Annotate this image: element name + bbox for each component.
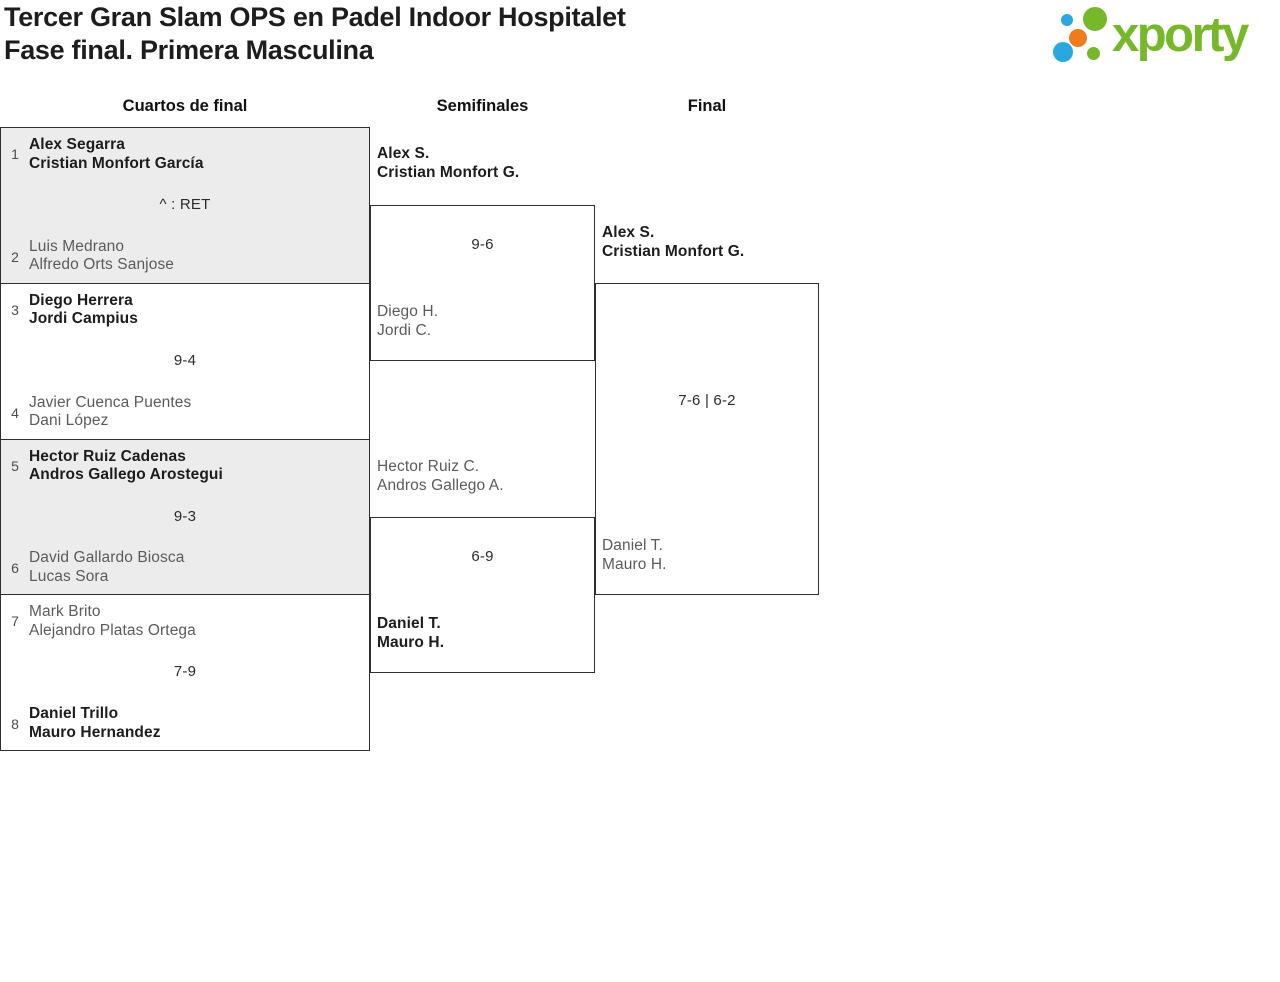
- quarterfinals-column: 1 Alex Segarra Cristian Monfort García ^…: [0, 127, 370, 751]
- qf-match-3: 5 Hector Ruiz Cadenas Andros Gallego Aro…: [1, 438, 369, 595]
- match-score: 9-3: [173, 507, 197, 525]
- qf-match-4: 7 Mark Brito Alejandro Platas Ortega 7-9…: [1, 594, 369, 750]
- team-names: Luis Medrano Alfredo Orts Sanjose: [29, 238, 174, 275]
- match-score: 9-4: [173, 351, 197, 369]
- sf-match-2-box: [370, 517, 595, 673]
- player-name: Alex Segarra: [29, 136, 125, 153]
- qf-match-2: 3 Diego Herrera Jordi Campius 9-4 4 Javi…: [1, 282, 369, 439]
- team-names: Alex S. Cristian Monfort G.: [377, 144, 519, 182]
- seed-number: 5: [11, 457, 19, 474]
- player-name: Dani López: [29, 412, 109, 429]
- round-header-quarterfinals: Cuartos de final: [122, 97, 248, 115]
- seed-number: 4: [11, 404, 19, 421]
- team-names: Hector Ruiz Cadenas Andros Gallego Arost…: [29, 448, 223, 485]
- player-name: Jordi C.: [377, 322, 432, 339]
- team-names: Daniel T. Mauro H.: [602, 536, 667, 574]
- player-name: Alfredo Orts Sanjose: [29, 256, 175, 274]
- round-header-final: Final: [687, 97, 727, 115]
- seed-number: 1: [11, 146, 19, 162]
- logo-dot-orange-icon: [1069, 29, 1087, 47]
- qf-match-1: 1 Alex Segarra Cristian Monfort García ^…: [1, 128, 369, 283]
- player-name: David Gallardo Biosca: [29, 549, 185, 567]
- sf-match-1-box: [370, 205, 595, 361]
- team-names: David Gallardo Biosca Lucas Sora: [29, 549, 184, 586]
- phase-name: Fase final. Primera Masculina: [4, 35, 374, 65]
- player-name: Lucas Sora: [29, 567, 109, 585]
- seed-number: 8: [11, 716, 19, 732]
- page-title: Tercer Gran Slam OPS en Padel Indoor Hos…: [4, 1, 626, 67]
- final-match-box: [595, 283, 819, 595]
- seed-number: 6: [11, 560, 19, 577]
- player-name: Andros Gallego Arostegui: [29, 466, 223, 483]
- team-names: Daniel Trillo Mauro Hernandez: [29, 705, 161, 742]
- player-name: Cristian Monfort García: [29, 154, 204, 172]
- player-name: Cristian Monfort G.: [602, 243, 745, 260]
- team-names: Diego Herrera Jordi Campius: [29, 292, 138, 329]
- player-name: Mark Brito: [29, 603, 101, 621]
- logo-wordmark: xporty: [1112, 8, 1249, 62]
- match-score: ^ : RET: [159, 196, 211, 213]
- team-names: Alex S. Cristian Monfort G.: [602, 223, 744, 261]
- player-name: Alex S.: [377, 145, 430, 162]
- team-names: Diego H. Jordi C.: [377, 302, 438, 340]
- seed-number: 7: [11, 613, 19, 630]
- team-names: Daniel T. Mauro H.: [377, 614, 444, 652]
- match-score: 6-9: [471, 548, 494, 565]
- player-name: Andros Gallego A.: [377, 477, 504, 494]
- team-names: Mark Brito Alejandro Platas Ortega: [29, 603, 196, 640]
- xporty-logo[interactable]: xporty: [1048, 0, 1280, 74]
- player-name: Javier Cuenca Puentes: [29, 393, 192, 411]
- player-name: Hector Ruiz C.: [377, 458, 480, 475]
- player-name: Daniel T.: [602, 537, 663, 554]
- seed-number: 2: [11, 248, 19, 265]
- player-name: Hector Ruiz Cadenas: [29, 447, 186, 465]
- seed-number: 3: [11, 301, 19, 318]
- player-name: Mauro Hernandez: [29, 723, 161, 741]
- tournament-name: Tercer Gran Slam OPS en Padel Indoor Hos…: [4, 2, 626, 32]
- player-name: Daniel Trillo: [29, 705, 119, 722]
- player-name: Mauro H.: [602, 556, 667, 573]
- logo-dot-blue-large-icon: [1053, 42, 1073, 62]
- team-names: Hector Ruiz C. Andros Gallego A.: [377, 457, 504, 495]
- match-score: 7-6 | 6-2: [678, 392, 736, 409]
- player-name: Alex S.: [602, 224, 655, 241]
- match-score: 9-6: [471, 236, 494, 253]
- logo-dot-green-large-icon: [1083, 7, 1107, 31]
- player-name: Cristian Monfort G.: [377, 164, 520, 181]
- team-names: Javier Cuenca Puentes Dani López: [29, 394, 191, 431]
- team-names: Alex Segarra Cristian Monfort García: [29, 136, 204, 173]
- player-name: Mauro H.: [377, 634, 445, 651]
- logo-dot-green-small-icon: [1087, 47, 1100, 60]
- player-name: Jordi Campius: [29, 310, 138, 328]
- player-name: Diego H.: [377, 303, 439, 320]
- player-name: Daniel T.: [377, 615, 441, 632]
- player-name: Luis Medrano: [29, 237, 125, 255]
- round-header-semifinals: Semifinales: [436, 97, 529, 115]
- player-name: Diego Herrera: [29, 291, 133, 309]
- match-score: 7-9: [173, 663, 197, 681]
- player-name: Alejandro Platas Ortega: [29, 621, 196, 639]
- logo-dot-blue-small-icon: [1061, 14, 1073, 26]
